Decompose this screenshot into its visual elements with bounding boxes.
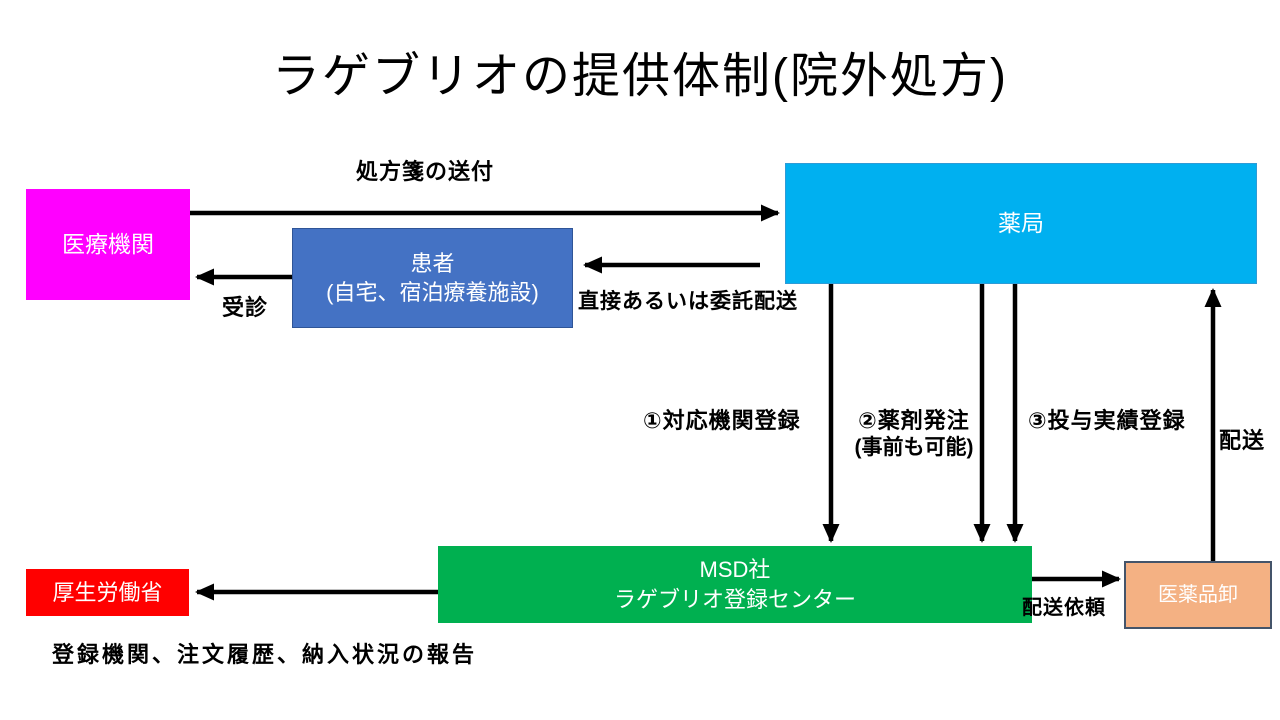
node-msd-registration-center: MSD社 ラゲブリオ登録センター [438,546,1032,623]
node-msd-label-line1: MSD社 [699,557,771,583]
edge-label-step2-line2: (事前も可能) [854,435,974,459]
node-patient-label-line2: (自宅、宿泊療養施設) [326,280,539,305]
edge-label-prescription: 処方箋の送付 [356,159,495,184]
node-msd-label-line2: ラゲブリオ登録センター [613,586,856,612]
node-pharmacy-label: 薬局 [998,210,1044,237]
node-pharma-wholesaler: 医薬品卸 [1124,561,1272,629]
node-mhlw-label: 厚生労働省 [52,579,163,605]
node-patient-label-line1: 患者 [410,250,455,276]
node-mhlw: 厚生労働省 [26,569,189,616]
edge-label-step1-institution-registration: ①対応機関登録 [643,408,801,433]
edge-label-delivery-request: 配送依頼 [1022,597,1106,619]
edge-label-step2-line1: ②薬剤発注 [858,408,970,433]
node-medical-institution: 医療機関 [26,189,190,300]
node-pharmacy: 薬局 [785,163,1257,284]
edge-label-consultation: 受診 [222,295,269,320]
node-pharma-wholesaler-label: 医薬品卸 [1158,583,1238,606]
node-medical-institution-label: 医療機関 [62,231,154,258]
edge-label-step3-administration-record: ③投与実績登録 [1028,408,1186,433]
edge-label-step2-drug-order: ②薬剤発注 (事前も可能) [839,407,989,461]
edge-label-delivery: 配送 [1219,428,1266,453]
edge-label-direct-or-consigned-delivery: 直接あるいは委託配送 [578,290,798,313]
edge-label-report: 登録機関、注文履歴、納入状況の報告 [52,642,478,667]
page-title: ラゲブリオの提供体制(院外処方) [272,50,1008,103]
node-patient: 患者 (自宅、宿泊療養施設) [292,228,573,328]
